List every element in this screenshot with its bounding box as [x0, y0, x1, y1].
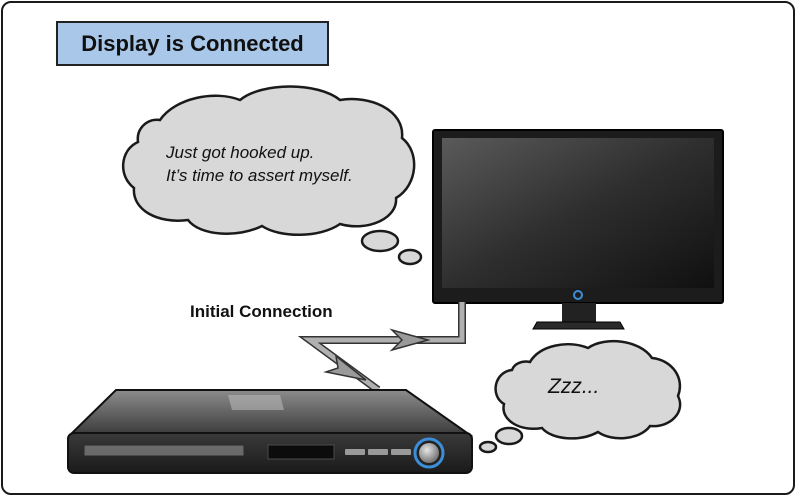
disc-slot	[83, 444, 245, 457]
tv-thought-bubble	[121, 85, 423, 266]
connection-label: Initial Connection	[190, 302, 333, 321]
monitor-icon	[432, 129, 724, 330]
cable-arrow-down-icon	[323, 354, 367, 381]
monitor-stand	[532, 321, 625, 330]
player-display	[267, 444, 335, 460]
player-thought-text: Zzz...	[548, 375, 600, 398]
player-thought-dot-small	[478, 440, 498, 454]
tv-thought-dot-small	[397, 248, 423, 266]
player-button-3	[391, 449, 411, 455]
tv-thought-line-2: It’s time to assert myself.	[166, 166, 353, 185]
title-box: Display is Connected	[56, 21, 329, 66]
monitor-neck	[562, 303, 596, 323]
player-button-1	[345, 449, 365, 455]
connection-cable	[297, 302, 466, 394]
cable-arrow-right-icon	[389, 328, 431, 352]
monitor-screen	[442, 138, 714, 288]
tv-thought-line-1: Just got hooked up.	[166, 143, 315, 162]
power-knob	[419, 443, 439, 463]
player-thought-bubble	[478, 340, 682, 454]
monitor-power-light	[573, 290, 583, 300]
media-player-icon	[67, 389, 474, 474]
tv-thought-dot-large	[360, 229, 400, 253]
player-button-2	[368, 449, 388, 455]
player-thought-dot-large	[494, 426, 524, 446]
diagram-title: Display is Connected	[81, 30, 304, 56]
